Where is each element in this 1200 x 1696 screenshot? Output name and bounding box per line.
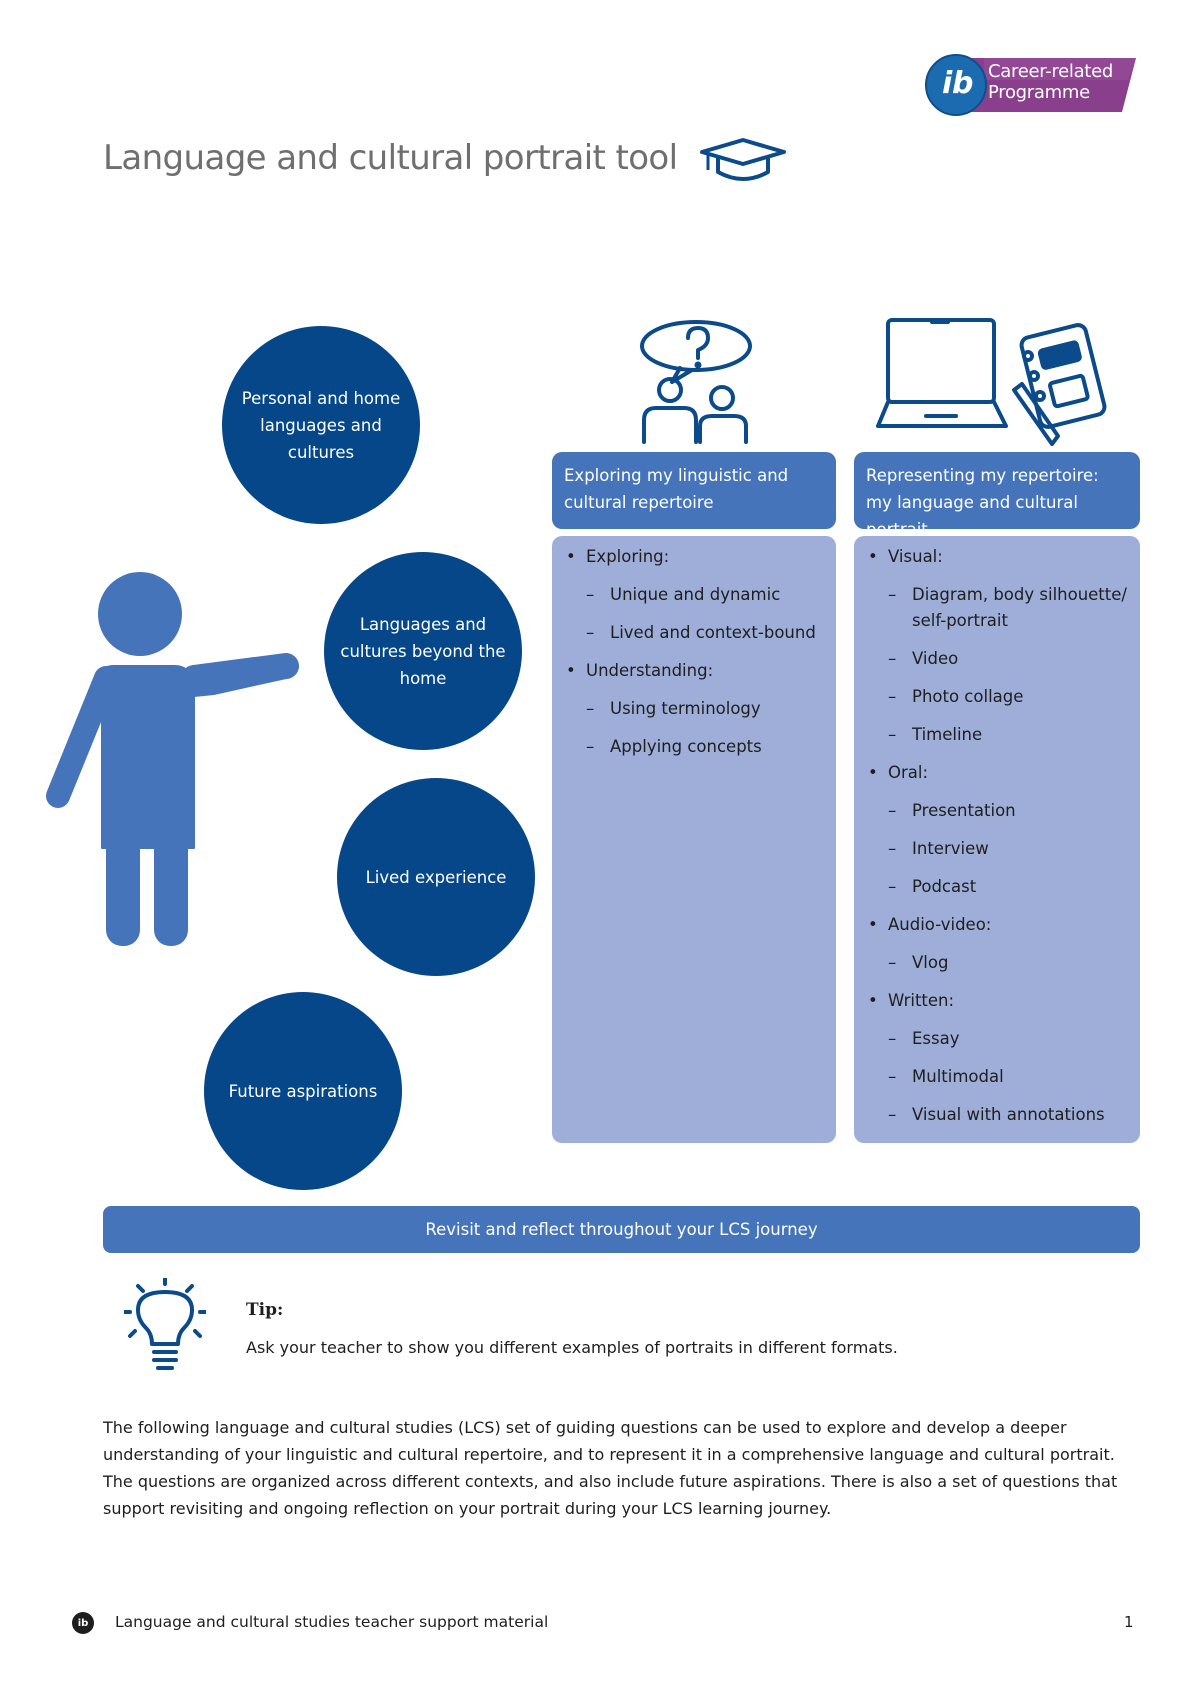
bullet-item: Exploring: [562, 544, 826, 570]
page-number: 1 [1124, 1613, 1134, 1631]
column-header-label: Representing my repertoire: my language … [866, 466, 1099, 539]
banner-label: Revisit and reflect throughout your LCS … [425, 1220, 818, 1239]
lightbulb-icon [122, 1276, 208, 1382]
page-title: Language and cultural portrait tool [103, 138, 678, 178]
sub-item: Vlog [864, 950, 1130, 976]
sub-item: Diagram, body silhouette/ self-portrait [864, 582, 1130, 634]
logo-mark: ib [942, 66, 974, 101]
context-circle-beyond-home: Languages and cultures beyond the home [324, 552, 522, 750]
column-body-exploring: Exploring: Unique and dynamic Lived and … [552, 536, 836, 1143]
circle-label: Lived experience [365, 867, 507, 887]
sub-item: Timeline [864, 722, 1130, 748]
column-header-exploring: Exploring my linguistic and cultural rep… [552, 452, 836, 529]
sub-item: Video [864, 646, 1130, 672]
discussion-question-icon [636, 318, 756, 452]
logo-line2: Programme [988, 82, 1090, 103]
sub-item: Using terminology [562, 696, 826, 722]
circle-label: Personal and home languages and cultures [241, 388, 401, 462]
sub-item: Unique and dynamic [562, 582, 826, 608]
sub-item: Podcast [864, 874, 1130, 900]
sub-item: Presentation [864, 798, 1130, 824]
bullet-item: Visual: [864, 544, 1130, 570]
context-circle-future-aspirations: Future aspirations [204, 992, 402, 1190]
intro-paragraph: The following language and cultural stud… [103, 1418, 1118, 1518]
context-circle-home: Personal and home languages and cultures [222, 326, 420, 524]
sub-item: Essay [864, 1026, 1130, 1052]
sub-item: Applying concepts [562, 734, 826, 760]
circle-label: Languages and cultures beyond the home [340, 614, 506, 688]
tip-text: Ask your teacher to show you different e… [246, 1338, 898, 1357]
logo-graphic [925, 54, 1136, 116]
column-body-representing: Visual: Diagram, body silhouette/ self-p… [854, 536, 1140, 1143]
reflect-banner: Revisit and reflect throughout your LCS … [103, 1206, 1140, 1253]
ib-career-related-logo: ib Career-related Programme [924, 52, 1140, 118]
tip-label: Tip: [246, 1300, 284, 1320]
sub-item: Multimodal [864, 1064, 1130, 1090]
ib-footer-icon: ib [72, 1612, 94, 1634]
footer-text: Language and cultural studies teacher su… [115, 1613, 549, 1631]
bullet-item: Written: [864, 988, 1130, 1014]
bullet-item: Audio-video: [864, 912, 1130, 938]
person-pointing-icon [44, 566, 304, 956]
column-header-representing: Representing my repertoire: my language … [854, 452, 1140, 539]
footer-icon-label: ib [77, 1617, 89, 1629]
laptop-notebook-icon [876, 316, 1116, 450]
column-header-label: Exploring my linguistic and cultural rep… [564, 466, 789, 512]
bullet-item: Oral: [864, 760, 1130, 786]
sub-item: Photo collage [864, 684, 1130, 710]
circle-label: Future aspirations [228, 1081, 378, 1101]
graduation-cap-icon [696, 136, 790, 190]
logo-line1: Career-related [988, 61, 1113, 82]
bullet-item: Understanding: [562, 658, 826, 684]
context-circle-lived-experience: Lived experience [337, 778, 535, 976]
sub-item: Interview [864, 836, 1130, 862]
sub-item: Lived and context-bound [562, 620, 826, 646]
sub-item: Visual with annotations [864, 1102, 1130, 1128]
